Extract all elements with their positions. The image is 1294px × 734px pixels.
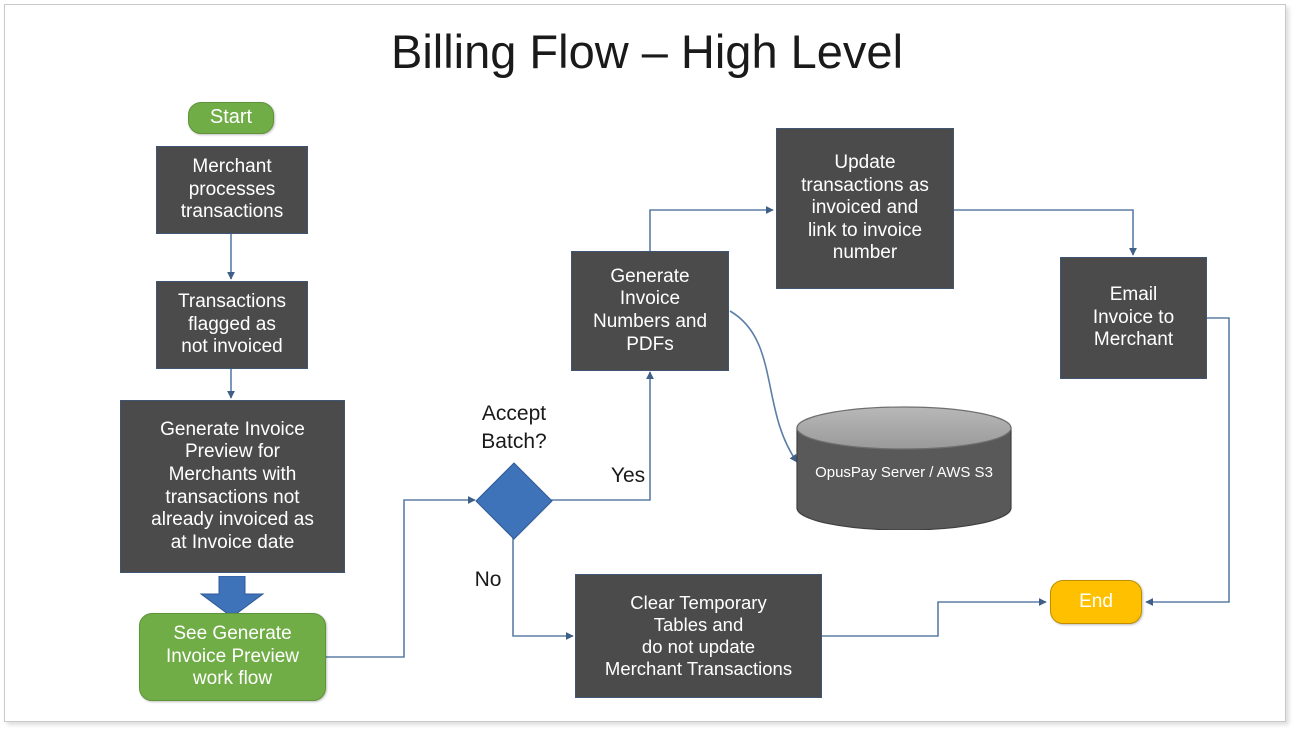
edge-label-no: No bbox=[474, 568, 502, 591]
decision-question-label: Accept Batch? bbox=[481, 402, 547, 453]
node-email-invoice-label: Email Invoice to Merchant bbox=[1092, 284, 1175, 351]
node-decision-accept-batch[interactable] bbox=[475, 462, 553, 540]
node-generate-invoice-preview-label: Generate Invoice Preview for Merchants w… bbox=[151, 418, 314, 553]
node-clear-temp-tables-label: Clear Temporary Tables and do not update… bbox=[604, 592, 793, 679]
edge-label-yes: Yes bbox=[610, 464, 646, 487]
node-clear-temp-tables[interactable]: Clear Temporary Tables and do not update… bbox=[575, 574, 822, 698]
node-start[interactable]: Start bbox=[188, 102, 274, 134]
node-update-transactions-label: Update transactions as invoiced and link… bbox=[801, 151, 929, 264]
node-transactions-flagged-label: Transactions flagged as not invoiced bbox=[177, 291, 287, 358]
block-down-arrow-icon bbox=[197, 575, 267, 618]
node-generate-invoice-preview[interactable]: Generate Invoice Preview for Merchants w… bbox=[120, 400, 345, 573]
node-update-transactions[interactable]: Update transactions as invoiced and link… bbox=[776, 128, 954, 289]
node-email-invoice[interactable]: Email Invoice to Merchant bbox=[1060, 257, 1207, 379]
node-see-preview-workflow-label: See Generate Invoice Preview work flow bbox=[165, 623, 300, 690]
node-end-label: End bbox=[1079, 590, 1113, 612]
node-merchant-processes-label: Merchant processes transactions bbox=[180, 156, 284, 223]
node-start-label: Start bbox=[209, 106, 253, 129]
node-see-preview-workflow[interactable]: See Generate Invoice Preview work flow bbox=[139, 613, 326, 701]
node-end[interactable]: End bbox=[1050, 580, 1142, 624]
node-transactions-flagged[interactable]: Transactions flagged as not invoiced bbox=[156, 281, 308, 369]
node-generate-invoice-numbers[interactable]: Generate Invoice Numbers and PDFs bbox=[571, 251, 729, 371]
page-title: Billing Flow – High Level bbox=[390, 25, 904, 78]
node-generate-invoice-numbers-label: Generate Invoice Numbers and PDFs bbox=[592, 265, 708, 355]
node-merchant-processes[interactable]: Merchant processes transactions bbox=[156, 146, 308, 234]
node-database-opuspay[interactable]: OpusPay Server / AWS S3 bbox=[795, 406, 1013, 530]
